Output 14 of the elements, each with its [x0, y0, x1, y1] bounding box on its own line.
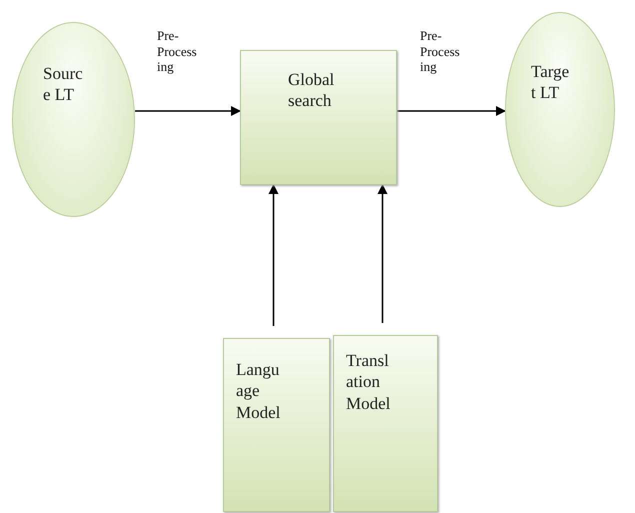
- arrow: [378, 184, 388, 323]
- node-label: Transl ation Model: [346, 350, 392, 414]
- node-label: Global search: [288, 69, 336, 112]
- arrow: [268, 184, 278, 326]
- process-box: [240, 50, 397, 185]
- node-label: Sourc e LT: [43, 63, 84, 106]
- arrow: [397, 106, 506, 116]
- arrow: [135, 106, 241, 116]
- node-label: Targe t LT: [531, 61, 570, 104]
- process-box: [333, 335, 438, 512]
- node-label: Langu age Model: [236, 359, 282, 423]
- process-box: [223, 338, 330, 512]
- edge-label: Pre- Process ing: [157, 28, 198, 75]
- edge-label: Pre- Process ing: [420, 28, 461, 75]
